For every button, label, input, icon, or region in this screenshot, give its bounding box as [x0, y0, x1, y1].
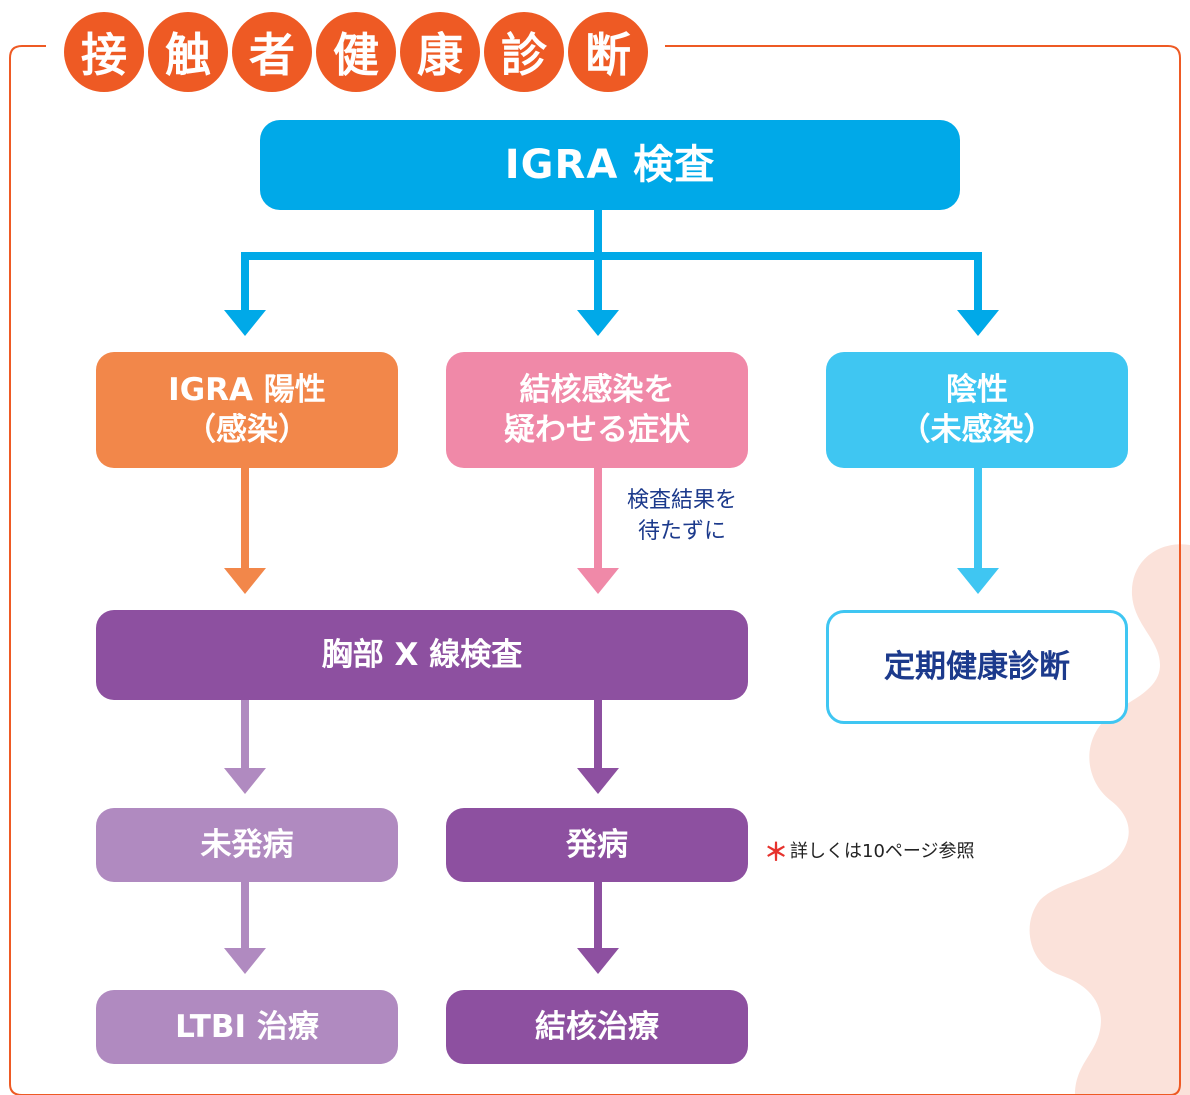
- footnote: ＊ 詳しくは10ページ参照: [764, 832, 975, 867]
- node-developed: 発病: [446, 808, 748, 882]
- node-negative: 陰性 （未感染）: [826, 352, 1128, 468]
- node-negative-line2: （未感染）: [899, 412, 1055, 448]
- node-regular-checkup-label: 定期健康診断: [884, 648, 1070, 685]
- arrow-negative-to-checkup: [957, 468, 999, 594]
- title-char: 断: [568, 12, 648, 92]
- node-igra-positive: IGRA 陽性 （感染）: [96, 352, 398, 468]
- arrow-not-developed-to-ltbi: [224, 882, 266, 974]
- title-char: 接: [64, 12, 144, 92]
- edge-label-without-waiting: 検査結果を 待たずに: [612, 486, 752, 548]
- node-ltbi-treatment: LTBI 治療: [96, 990, 398, 1064]
- arrow-symptoms-to-xray: [577, 468, 619, 594]
- node-igra-test-label: IGRA 検査: [504, 142, 716, 188]
- arrow-xray-to-not-developed: [224, 700, 266, 794]
- node-negative-line1: 陰性: [946, 371, 1008, 408]
- node-tb-treatment: 結核治療: [446, 990, 748, 1064]
- node-ltbi-treatment-label: LTBI 治療: [175, 1008, 319, 1045]
- frame-border: [9, 45, 1181, 1095]
- igra-arrows: [224, 210, 999, 336]
- edge-label-line1: 検査結果を: [626, 488, 737, 513]
- footnote-star: ＊: [764, 838, 788, 866]
- title-char: 康: [400, 12, 480, 92]
- node-igra-test: IGRA 検査: [260, 120, 960, 210]
- node-tb-treatment-label: 結核治療: [535, 1008, 659, 1045]
- node-igra-positive-line1: IGRA 陽性: [168, 371, 326, 408]
- node-chest-xray: 胸部 X 線検査: [96, 610, 748, 700]
- node-chest-xray-label: 胸部 X 線検査: [321, 636, 523, 673]
- title-char: 健: [316, 12, 396, 92]
- page-title: 接 触 者 健 康 診 断: [64, 12, 648, 92]
- node-igra-positive-line2: （感染）: [185, 412, 309, 448]
- footnote-text: 詳しくは10ページ参照: [790, 840, 975, 862]
- node-developed-label: 発病: [566, 826, 628, 863]
- node-symptoms-line1: 結核感染を: [519, 371, 675, 408]
- edge-label-line2: 待たずに: [637, 518, 726, 544]
- decorative-blob: [1029, 544, 1190, 1095]
- node-not-developed: 未発病: [96, 808, 398, 882]
- arrow-positive-to-xray: [224, 468, 266, 594]
- node-symptoms-line2: 疑わせる症状: [504, 412, 690, 448]
- title-char: 診: [484, 12, 564, 92]
- node-suspected-symptoms: 結核感染を 疑わせる症状: [446, 352, 748, 468]
- title-char: 触: [148, 12, 228, 92]
- node-not-developed-label: 未発病: [200, 826, 294, 863]
- arrow-developed-to-tb-treatment: [577, 882, 619, 974]
- title-char: 者: [232, 12, 312, 92]
- node-regular-checkup: 定期健康診断: [826, 610, 1128, 724]
- arrow-xray-to-developed: [577, 700, 619, 794]
